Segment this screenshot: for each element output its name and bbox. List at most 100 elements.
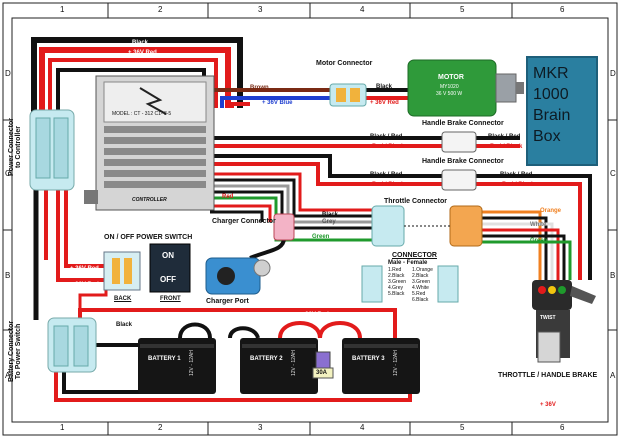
col-label-1: 1 xyxy=(60,5,65,14)
motor-connector-label: Motor Connector xyxy=(316,60,373,67)
handle-brake-label-2: Handle Brake Connector xyxy=(422,158,504,165)
wire-label-battery-red: + 36V Red xyxy=(300,312,329,318)
battery-2-label: BATTERY 2 xyxy=(250,356,283,362)
legend-female-1: 1.Orange xyxy=(412,267,433,273)
col-label-5: 5 xyxy=(460,5,465,14)
col-label-bottom-6: 6 xyxy=(560,423,565,432)
row-label-right-d: D xyxy=(610,69,616,78)
legend-male-3: 3.Green xyxy=(388,279,407,285)
col-label-6: 6 xyxy=(560,5,565,14)
wire-label-plus36: + 36V xyxy=(540,402,556,408)
row-label-right-a: A xyxy=(610,371,616,380)
wire-label-black-thr: Black xyxy=(322,212,339,218)
connector-legend-boxes xyxy=(361,265,459,303)
wire-thr-black xyxy=(210,178,372,218)
col-label-bottom-2: 2 xyxy=(158,423,163,432)
handle-brake-label-1: Handle Brake Connector xyxy=(422,120,504,127)
col-label-3: 3 xyxy=(258,5,263,14)
controller xyxy=(84,75,215,211)
col-label-bottom-3: 3 xyxy=(258,423,263,432)
wire-label-blue: + 36V Blue xyxy=(262,100,293,106)
col-label-2: 2 xyxy=(158,5,163,14)
wire-batt2-link xyxy=(228,326,260,339)
wire-chg-black xyxy=(210,210,264,222)
wire-label-hb2-red: Red / Black xyxy=(372,182,405,188)
wire-batt2-fuse xyxy=(278,321,322,339)
row-label-c: C xyxy=(5,169,11,178)
fuse-label: 30A xyxy=(316,370,328,376)
row-label-a: A xyxy=(5,371,11,380)
power-connector xyxy=(29,109,75,191)
legend-male-2: 2.Black xyxy=(388,273,405,279)
wire-label-switch-red-2: + 36V Red xyxy=(70,282,99,288)
wire-hb2-out-black xyxy=(476,174,592,280)
charger-port xyxy=(205,257,271,295)
handle-brake-connector-1 xyxy=(441,131,477,153)
throttle-connector-label: Throttle Connector xyxy=(384,198,447,205)
throttle-connector xyxy=(371,205,483,247)
battery-1 xyxy=(138,338,216,394)
legend-male-5: 5.Black xyxy=(388,291,405,297)
wire-label-hb1-out: Black / Red xyxy=(488,134,521,140)
motor-model: MY1020 xyxy=(440,84,459,90)
charger-connector-label: Charger Connector xyxy=(212,218,276,225)
wire-thr-grey xyxy=(210,184,372,224)
motor-connector xyxy=(329,83,367,107)
row-label-right-b: B xyxy=(610,271,616,280)
legend-male-1: 1.Red xyxy=(388,267,402,273)
column-ticks xyxy=(3,3,617,435)
brain-box-line-2: 1000 xyxy=(533,86,569,103)
battery-2-rating: 12V - 12AH xyxy=(291,350,297,376)
legend-female-2: 2.Black xyxy=(412,273,429,279)
switch-front-label: FRONT xyxy=(160,296,181,302)
switch-title: ON / OFF POWER SWITCH xyxy=(104,234,193,241)
controller-label: CONTROLLER xyxy=(132,197,167,203)
battery-1-label: BATTERY 1 xyxy=(148,356,181,362)
col-label-bottom-5: 5 xyxy=(460,423,465,432)
connector-legend-subtitle: Male - Female xyxy=(388,260,428,266)
battery-3-label: BATTERY 3 xyxy=(352,356,385,362)
fuse xyxy=(312,351,334,379)
battery-connector xyxy=(47,317,97,373)
wire-thr-black-out-2 xyxy=(480,234,566,280)
wire-thr-black-out xyxy=(480,216,548,280)
col-label-bottom-4: 4 xyxy=(360,423,365,432)
legend-female-5: 5.Red xyxy=(412,291,426,297)
row-label-b: B xyxy=(5,271,11,280)
battery-2 xyxy=(240,338,318,394)
col-label-4: 4 xyxy=(360,5,365,14)
wire-red-bottom xyxy=(54,370,412,402)
power-connector-label: Power Connector to Controller xyxy=(8,118,22,176)
wire-batt1-batt2 xyxy=(178,322,212,339)
wire-label-hb1: Black / Red xyxy=(370,134,403,140)
charger-connector xyxy=(273,213,295,241)
handle-brake-connector-2 xyxy=(441,169,477,191)
throttle-brake-label: THROTTLE / HANDLE BRAKE xyxy=(498,372,598,379)
wire-label-hb1-red: Red / Black xyxy=(372,144,405,150)
wire-red-motor xyxy=(230,102,250,108)
wire-thr-green-out xyxy=(480,240,572,280)
wire-label-white: White xyxy=(530,222,547,228)
controller-model: MODEL : CT - 312 C1- 3-5 xyxy=(112,111,172,117)
throttle-handle-brake xyxy=(532,280,596,363)
wire-thr-black-2 xyxy=(210,190,372,230)
wire-hb2-red xyxy=(210,162,442,186)
wire-black-main xyxy=(31,37,243,170)
power-switch xyxy=(103,243,191,293)
wire-label-brown: Brown xyxy=(250,85,269,91)
row-label-d: D xyxy=(5,69,11,78)
wire-label-hb1-out-red: Red / Black xyxy=(490,144,523,150)
legend-male-4: 4.Grey xyxy=(388,285,404,291)
wire-black-bottom xyxy=(62,370,152,394)
battery-3-rating: 12V - 12AH xyxy=(393,350,399,376)
legend-female-6: 6.Black xyxy=(412,297,429,303)
wire-label-red-top: + 36V Red xyxy=(128,50,157,56)
wire-label-green: Green xyxy=(312,234,330,240)
wire-fuse-batt3 xyxy=(318,321,362,339)
motor-title: MOTOR xyxy=(438,74,464,81)
battery-connector-label: Battery Connector To Power Switch xyxy=(8,320,22,382)
wire-chg-red xyxy=(210,204,272,222)
wire-label-red-motor: + 36V Red xyxy=(370,100,399,106)
wire-thr-orange xyxy=(480,210,542,280)
